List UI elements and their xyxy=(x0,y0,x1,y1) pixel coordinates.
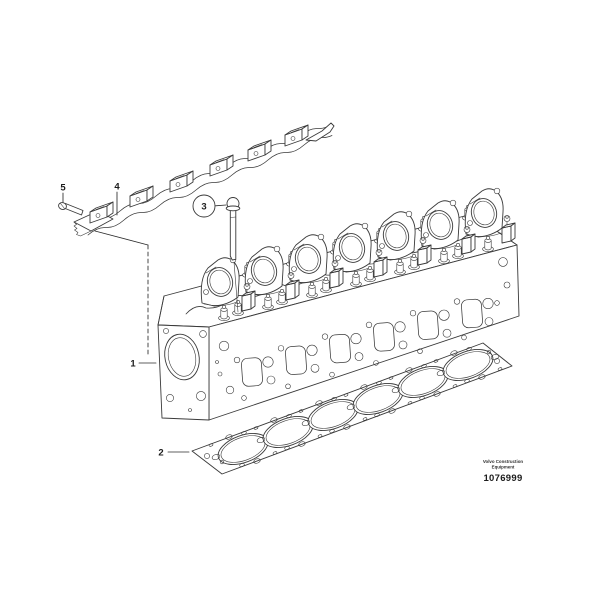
brand-line-1: Volvo Construction xyxy=(483,459,523,464)
callout-4-label[interactable]: 4 xyxy=(114,182,120,193)
front-face-ports xyxy=(233,298,494,401)
document-number: 1076999 xyxy=(483,473,522,484)
bearing-tower xyxy=(376,210,416,261)
bearing-tower xyxy=(464,187,504,238)
rail-bracket xyxy=(247,139,272,162)
part-2-head-gasket[interactable] xyxy=(191,342,513,475)
part-4-bracket-rail[interactable] xyxy=(73,122,335,237)
construction-lines xyxy=(94,230,149,357)
callout-1[interactable]: 1 xyxy=(130,359,157,370)
part-5-screw[interactable] xyxy=(58,201,84,216)
rail-bracket xyxy=(209,154,234,177)
rail-bracket xyxy=(129,185,154,208)
callout-5-label[interactable]: 5 xyxy=(60,183,66,194)
brand-line-2: Equipment xyxy=(492,465,515,470)
bearing-tower xyxy=(200,256,240,307)
bearing-tower xyxy=(332,222,372,273)
callout-2[interactable]: 2 xyxy=(158,448,190,459)
footer-note: Volvo Construction Equipment 1076999 xyxy=(483,459,523,484)
callout-4[interactable]: 4 xyxy=(114,182,120,216)
callout-3-label[interactable]: 3 xyxy=(201,202,206,213)
rail-bracket xyxy=(169,170,194,193)
clamp-block xyxy=(501,215,516,244)
callout-2-label[interactable]: 2 xyxy=(158,448,163,459)
rail-bracket xyxy=(284,124,309,147)
callout-3-highlight-ring xyxy=(192,194,216,218)
callout-1-label[interactable]: 1 xyxy=(130,359,136,370)
callout-3[interactable]: 3 xyxy=(192,194,227,218)
bearing-tower xyxy=(244,245,284,296)
callout-5[interactable]: 5 xyxy=(60,183,66,203)
bearing-tower xyxy=(288,233,328,284)
part-3-bolt[interactable] xyxy=(225,197,241,313)
part-1-cylinder-head[interactable] xyxy=(157,187,520,421)
bearing-tower xyxy=(420,199,460,250)
